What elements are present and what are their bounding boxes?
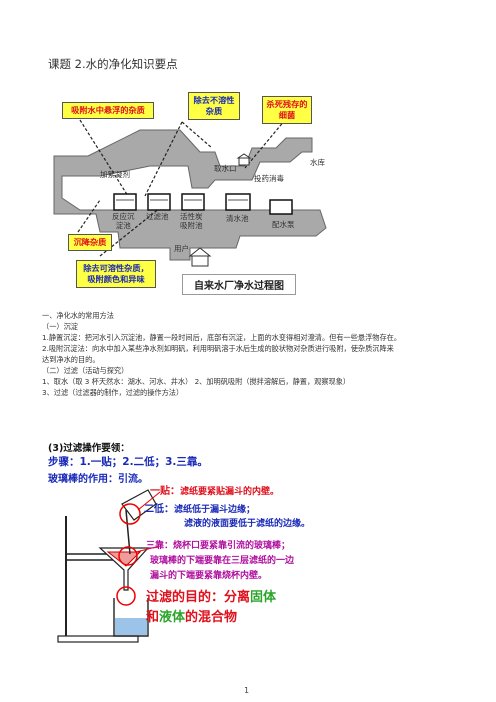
label-kill-bacteria: 杀死残存的 细菌 [262,96,312,124]
steps-label: 步骤： [48,456,80,468]
purpose-end: 的混合物 [185,610,238,625]
rod-label: 玻璃棒的作用： [48,474,118,485]
para-steps-1: 1、取水（取 3 杯天然水：湖水、河水、井水） 2、加明矾吸附（搅拌溶解后，静置… [42,377,351,386]
station-user: 用户 [174,244,189,253]
label-kill-line2: 细菌 [278,110,296,120]
station-disinfect: 投药消毒 [254,174,284,183]
heading-filtration: （二）过滤（活动与探究） [42,366,129,375]
label-remove-insoluble-line1: 除去不溶性 [193,95,235,105]
label-kill-line1: 杀死残存的 [266,99,308,109]
steps-text: 1.一贴；2.二低；3.三靠。 [79,456,208,468]
two-b: 滤液的液面要低于滤纸的边缘。 [184,519,311,529]
label-adsorb-suspended: 吸附水中悬浮的杂质 [62,102,154,119]
plant-pipeline [53,119,327,267]
purpose-line1: 过滤的目的：分离固体 [146,586,276,605]
station-carbon-line2: 吸附池 [180,221,203,230]
para-steps-2: 3、过滤（过滤器的制作，过滤的操作方法） [42,388,184,397]
purpose-solid: 固体 [250,590,277,605]
station-carbon-line1: 活性炭 [180,212,203,221]
station-filter: 过滤池 [146,212,169,221]
page-title: 课题 2.水的净化知识要点 [48,57,178,71]
station-sedimentation-line1: 反应沉 [112,212,135,221]
station-intake: 取水口 [214,164,237,173]
filtration-steps: 步骤：1.一贴；2.二低；3.三靠。 [48,454,208,469]
station-clean-pool: 清水池 [226,214,249,223]
label-remove-insoluble-line2: 杂质 [205,106,223,116]
plant-title: 自来水厂净水过程图 [182,274,296,295]
station-sedimentation-line2: 淀池 [115,221,131,230]
three-a: 三靠：烧杯口要紧靠引流的玻璃棒； [146,541,291,551]
label-remove-insoluble: 除去不溶性 杂质 [188,92,240,120]
label-sediment: 沉降杂质 [68,234,112,251]
two-low: 二低：滤纸低于漏斗边缘； [144,500,255,515]
filtration-apparatus [57,489,161,643]
three-b: 玻璃棒的下端要靠在三层滤纸的一边 [150,556,295,566]
three-c: 漏斗的下端要紧靠烧杯内壁。 [150,571,268,581]
purpose-a: 过滤的目的：分离 [146,590,251,605]
filtration-rod: 玻璃棒的作用：引流。 [48,470,148,485]
one-stick: 一贴：滤纸要紧贴漏斗的内壁。 [150,482,279,497]
label-remove-soluble: 除去可溶性杂质， 吸附颜色和异味 [76,260,156,288]
two-a: 滤纸低于漏斗边缘； [174,505,256,515]
rod-use: 引流。 [118,474,148,485]
purpose-liquid: 液体 [159,610,186,625]
page-number: 1 [244,686,250,695]
purpose-line2: 和液体的混合物 [146,606,237,625]
station-coagulant: 加絮凝剂 [100,170,130,179]
station-sedimentation: 反应沉 淀池 [112,212,135,230]
filtration-section: (3)过滤操作要领： 步骤：1.一贴；2.二低；3.三靠。 玻璃棒的作用：引流。… [40,440,440,643]
para-adsorb-sediment: 2.吸附沉淀法：向水中加入某些净水剂如明矾，利用明矾溶于水后生成的胶状物对杂质进… [42,344,394,353]
purpose-and: 和 [146,610,160,625]
filtration-heading: (3)过滤操作要领： [48,443,130,454]
para-static-sediment: 1.静置沉淀：把河水引入沉淀池，静置一段时间后，底部有沉淀，上面的水变得相对澄清… [42,333,402,342]
heading-methods: 一、净化水的常用方法 [42,311,114,320]
station-distribution: 配水泵 [272,220,295,229]
station-carbon: 活性炭 吸附池 [180,212,203,230]
label-remove-soluble-line2: 吸附颜色和异味 [87,274,145,284]
para-adsorb-sediment-cont: 达到净水的目的。 [42,355,100,364]
station-reservoir: 水库 [310,158,325,167]
two-label: 二低： [144,504,174,515]
methods-section: 一、净化水的常用方法 （一）沉淀 1.静置沉淀：把河水引入沉淀池，静置一段时间后… [42,310,472,398]
one-text: 滤纸要紧贴漏斗的内壁。 [180,487,280,497]
water-plant-diagram: 吸附水中悬浮的杂质 除去不溶性 杂质 杀死残存的 细菌 沉降杂质 除去可溶性杂质… [40,88,340,295]
one-label: 一贴： [150,486,180,497]
heading-sediment: （一）沉淀 [42,322,78,331]
label-remove-soluble-line1: 除去可溶性杂质， [83,263,149,273]
